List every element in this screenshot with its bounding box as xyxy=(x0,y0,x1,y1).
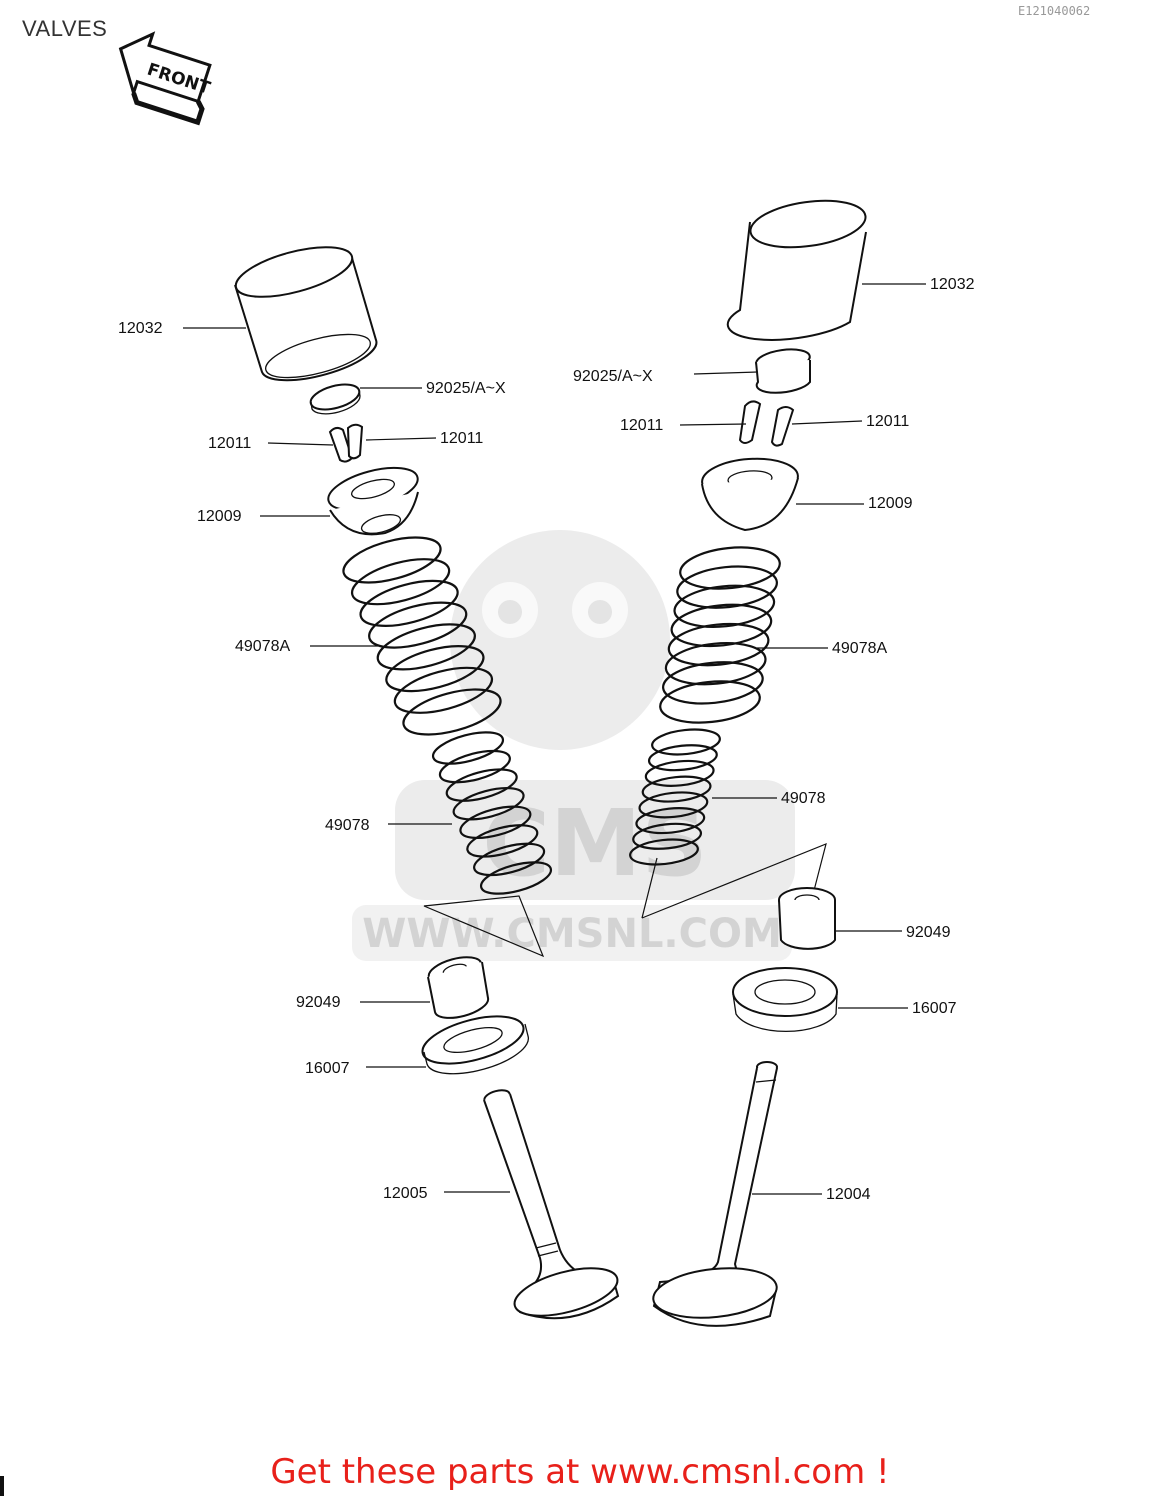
spring-coil xyxy=(659,680,761,724)
callout-left-shim: 92025/A~X xyxy=(426,380,506,397)
spring-coil xyxy=(438,749,511,784)
callout-right-cotter-a: 12011 xyxy=(620,417,663,434)
spring-coil xyxy=(644,759,715,787)
drawing-code: E121040062 xyxy=(1018,4,1091,18)
right-assembly-guide-lines-a xyxy=(641,843,827,919)
callout-right-spring-seat: 16007 xyxy=(912,1000,957,1017)
spring-coil xyxy=(651,728,721,756)
spring-coil xyxy=(466,824,539,858)
left-assembly-guide-lines xyxy=(423,895,545,958)
right-assembly-guide-lines-b xyxy=(641,857,658,919)
spring-coil xyxy=(368,601,468,649)
watermark-mascot-head xyxy=(450,530,670,750)
left-valve-shim xyxy=(309,383,361,415)
spring-coil xyxy=(431,731,505,765)
spring-coil xyxy=(629,838,699,866)
corner-mark xyxy=(0,1476,4,1496)
spring-coil xyxy=(676,565,778,609)
spring-coil xyxy=(479,861,553,895)
spring-coil xyxy=(647,744,718,772)
spring-coil xyxy=(385,645,485,693)
spring-coil xyxy=(673,584,776,628)
callout-right-inner-spring: 49078 xyxy=(781,790,826,807)
left-valve-outer-spring xyxy=(342,536,502,736)
callout-left-cotter-a: 12011 xyxy=(208,435,251,452)
spring-coil xyxy=(667,622,770,667)
spring-coil xyxy=(376,623,476,671)
right-valve-shim xyxy=(755,348,811,394)
spring-coil xyxy=(452,786,525,821)
spring-coil xyxy=(459,805,532,840)
spring-coil xyxy=(350,558,451,606)
spring-coil xyxy=(445,768,518,802)
callout-left-cotter-b: 12011 xyxy=(440,430,483,447)
right-valve-inner-spring xyxy=(629,728,721,866)
spring-coil xyxy=(664,642,767,686)
spring-coil xyxy=(670,603,773,648)
spring-coil xyxy=(359,579,459,627)
right-valve-intake-valve xyxy=(652,1061,778,1327)
left-valve-retainer xyxy=(327,466,419,536)
callout-right-cotter-b: 12011 xyxy=(866,413,909,430)
right-valve-spring-seat xyxy=(732,967,838,1033)
callout-right-outer-spring: 49078A xyxy=(832,640,887,657)
spring-coil xyxy=(662,661,764,705)
callout-left-inner-spring: 49078 xyxy=(325,817,370,834)
callout-left-outer-spring: 49078A xyxy=(235,638,290,655)
callout-right-shim: 92025/A~X xyxy=(573,368,653,385)
left-valve-lifter xyxy=(234,246,378,382)
left-valve-cotters xyxy=(328,423,364,463)
spring-coil xyxy=(402,688,502,736)
spring-coil xyxy=(393,666,494,714)
cmsnl-watermark: CMS WWW.CMSNL.COM xyxy=(352,530,795,961)
callout-right-lifter: 12032 xyxy=(930,276,975,293)
right-valve-lifter xyxy=(726,199,867,341)
callout-left-valve: 12005 xyxy=(383,1185,428,1202)
left-valve-stem-seal xyxy=(427,956,490,1019)
callout-right-valve: 12004 xyxy=(826,1186,871,1203)
callout-left-retainer: 12009 xyxy=(197,508,242,525)
callout-right-stem-seal: 92049 xyxy=(906,924,951,941)
spring-coil xyxy=(342,536,442,584)
footer-promo-link[interactable]: Get these parts at www.cmsnl.com ! xyxy=(270,1452,890,1492)
callout-right-retainer: 12009 xyxy=(868,495,913,512)
callout-left-lifter: 12032 xyxy=(118,320,163,337)
left-callouts: 12032 92025/A~X 12011 12011 12009 49078A… xyxy=(118,320,510,1202)
watermark-url: WWW.CMSNL.COM xyxy=(362,911,782,957)
spring-coil xyxy=(635,807,706,835)
watermark-url-plate xyxy=(352,905,792,961)
right-valve-stem-seal xyxy=(778,887,836,950)
left-valve-spring-seat xyxy=(421,1015,530,1075)
spring-coil xyxy=(641,775,712,803)
spring-coil xyxy=(473,842,546,877)
callout-left-stem-seal: 92049 xyxy=(296,994,341,1011)
right-valve-cotters xyxy=(738,400,795,447)
left-valve-exhaust-valve xyxy=(483,1089,620,1320)
spring-coil xyxy=(638,791,709,819)
right-callouts: 12032 92025/A~X 12011 12011 12009 49078A… xyxy=(573,276,975,1203)
right-valve-retainer xyxy=(701,457,799,532)
left-valve-inner-spring xyxy=(431,731,553,895)
right-valve-outer-spring xyxy=(659,546,781,724)
front-arrow-icon: FRONT xyxy=(118,31,213,126)
spring-coil xyxy=(679,546,781,590)
callout-left-spring-seat: 16007 xyxy=(305,1060,350,1077)
spring-coil xyxy=(632,822,703,850)
diagram-title: VALVES xyxy=(22,16,108,41)
